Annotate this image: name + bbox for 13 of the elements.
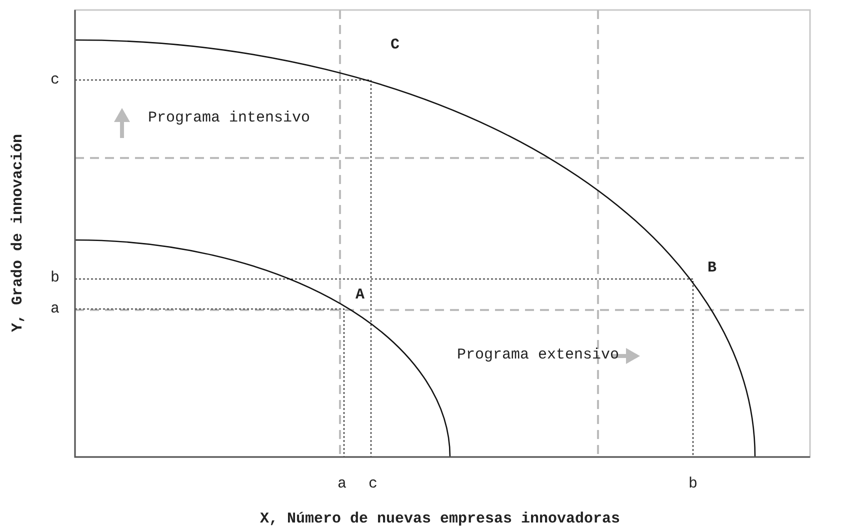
point-label: A bbox=[356, 288, 364, 302]
axis-title: X, Número de nuevas empresas innovadoras bbox=[260, 512, 620, 526]
axis-tick-label: c bbox=[50, 72, 60, 88]
axis-tick-label: b bbox=[50, 270, 60, 286]
axis-title: Y, Grado de innovación bbox=[10, 134, 26, 332]
point-label: C bbox=[390, 38, 400, 52]
axis-tick-label: a bbox=[50, 302, 60, 316]
axis-tick-label: c bbox=[368, 476, 378, 492]
axis-tick-label: a bbox=[338, 476, 346, 492]
point-label: B bbox=[708, 260, 716, 276]
annotation-text: Programa extensivo bbox=[457, 348, 620, 362]
axis-tick-label: b bbox=[688, 476, 698, 492]
annotation-text: Programa intensivo bbox=[148, 110, 310, 126]
